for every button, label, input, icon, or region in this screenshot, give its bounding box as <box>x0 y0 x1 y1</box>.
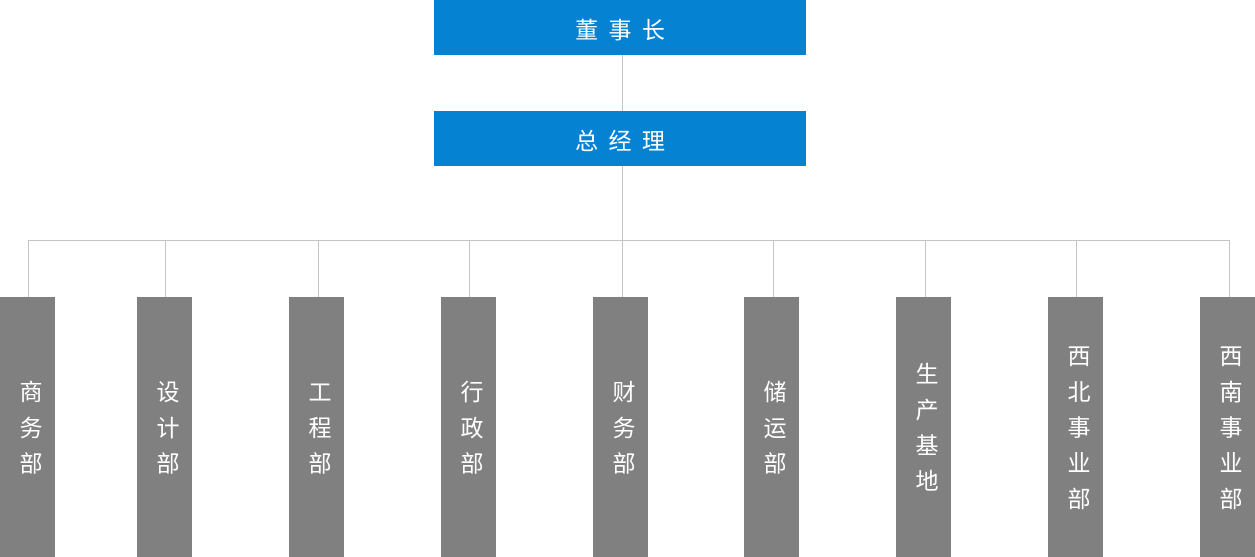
dept-box-engineering: 工程部 <box>289 297 344 557</box>
dept-box-finance: 财务部 <box>593 297 648 557</box>
dept-label: 西北事业部 <box>1063 344 1089 523</box>
connector-drop-4 <box>773 240 774 297</box>
dept-box-business: 商务部 <box>0 297 55 557</box>
dept-label: 行政部 <box>456 379 482 487</box>
connector-chairman-gm <box>622 55 623 111</box>
connector-drop-3 <box>469 240 470 297</box>
dept-label: 生产基地 <box>911 362 937 505</box>
connector-drop-1 <box>165 240 166 297</box>
dept-box-logistics: 储运部 <box>744 297 799 557</box>
dept-label: 储运部 <box>759 379 785 487</box>
dept-label: 商务部 <box>15 379 41 487</box>
connector-gm-bus <box>622 166 623 240</box>
connector-drop-2 <box>318 240 319 297</box>
connector-drop-6 <box>1076 240 1077 297</box>
dept-box-production-base: 生产基地 <box>896 297 951 557</box>
dept-box-design: 设计部 <box>137 297 192 557</box>
dept-label: 设计部 <box>152 379 178 487</box>
connector-drop-center <box>622 240 623 297</box>
connector-horizontal-bus <box>28 240 1230 241</box>
connector-drop-5 <box>925 240 926 297</box>
dept-label: 工程部 <box>304 379 330 487</box>
dept-box-southwest-division: 西南事业部 <box>1200 297 1255 557</box>
dept-label: 财务部 <box>608 379 634 487</box>
chairman-box: 董事长 <box>434 0 806 55</box>
dept-box-administration: 行政部 <box>441 297 496 557</box>
dept-box-northwest-division: 西北事业部 <box>1048 297 1103 557</box>
general-manager-box: 总经理 <box>434 111 806 166</box>
general-manager-label: 总经理 <box>575 128 676 155</box>
connector-drop-0 <box>28 240 29 297</box>
connector-drop-7 <box>1229 240 1230 297</box>
dept-label: 西南事业部 <box>1215 344 1241 523</box>
chairman-label: 董事长 <box>575 17 676 44</box>
